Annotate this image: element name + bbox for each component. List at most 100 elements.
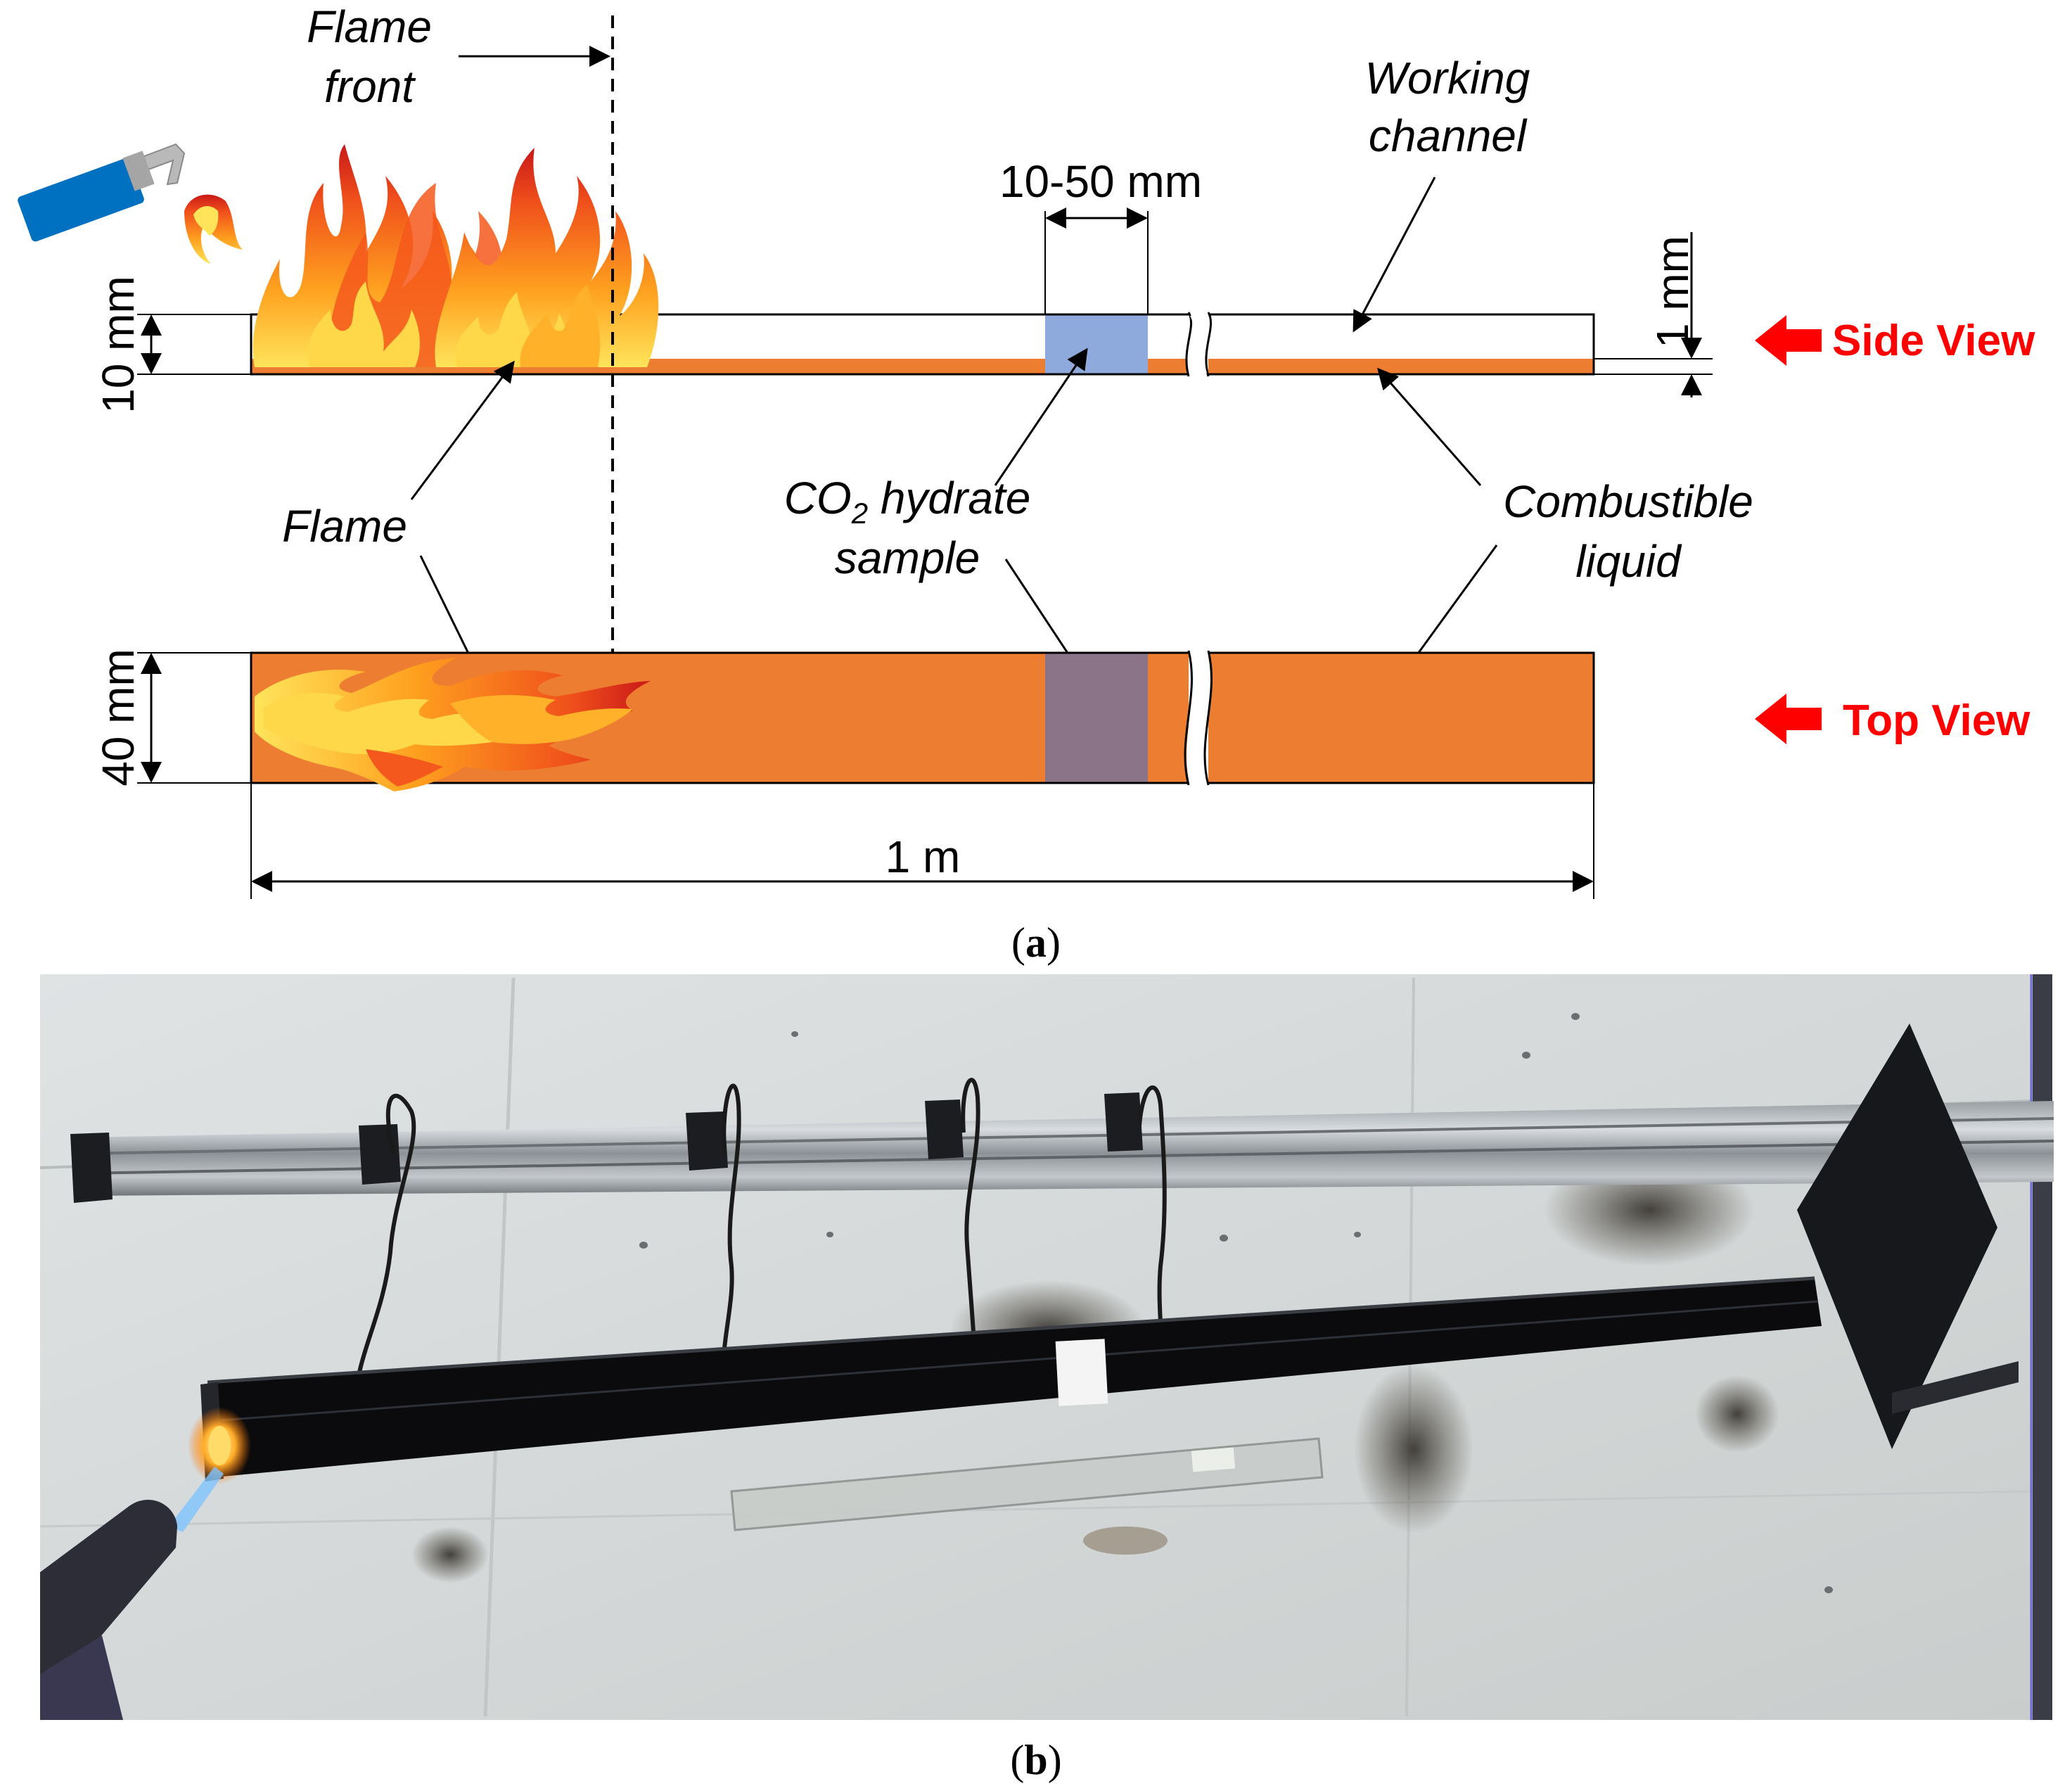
panel-a-caption-letter: a: [1025, 919, 1047, 966]
side-view-channel-outline-left: [250, 313, 1189, 376]
break-gap-mask-side: [1187, 316, 1210, 373]
rail-groove: [77, 1117, 2054, 1155]
flame-tongue: [307, 281, 420, 367]
floor-speck: [1571, 1013, 1580, 1020]
rail-clip: [359, 1124, 401, 1185]
floor-speck: [826, 1232, 833, 1237]
channel-length-label: 1 m: [885, 831, 961, 882]
ruler-label: [1191, 1447, 1236, 1472]
floor-speck: [1220, 1235, 1228, 1242]
side-view-arrow-icon: [1755, 315, 1822, 366]
flame-arrow-side: [410, 360, 515, 500]
photo-hydrate-sample: [1055, 1339, 1108, 1406]
burning-end-flame: [208, 1426, 231, 1465]
black-plate: [1797, 1024, 1997, 1449]
working-channel-label-line2: channel: [1369, 110, 1528, 161]
top-view-liquid-right: [1208, 653, 1594, 783]
side-view-break-right: [1205, 312, 1212, 377]
torch-icon: [18, 143, 243, 264]
combustible-arrow-side: [1377, 367, 1482, 486]
side-view-flames: [252, 144, 659, 367]
channel-top-edge: [207, 1276, 1815, 1384]
panel-a-caption-open: (: [1011, 919, 1025, 966]
combustible-liquid-label-line1: Combustible: [1503, 476, 1753, 527]
top-view-flames: [255, 658, 651, 791]
side-view-break-left: [1185, 312, 1192, 377]
torch-cap: [122, 151, 155, 191]
side-view-label: Side View: [1832, 317, 2035, 365]
flame-tongue: [450, 695, 633, 744]
flame-tongue: [520, 285, 601, 367]
hydrate-label-subscript: 2: [851, 497, 868, 530]
photo-right-edge: [2033, 974, 2052, 1720]
torch-blue-flame: [169, 1467, 224, 1532]
photo-torch-hand: [40, 1636, 123, 1720]
panel-a-caption: (a): [1011, 919, 1061, 966]
channel-height-label: 10 mm: [93, 276, 143, 414]
soot-mark: [1083, 1527, 1168, 1555]
ruler: [730, 1437, 1324, 1531]
photo-floor-seam: [483, 977, 516, 1717]
photo-floor-seam: [39, 1490, 2033, 1528]
panel-b-caption-close: ): [1048, 1737, 1062, 1783]
working-channel-arrow: [1352, 177, 1436, 333]
torch-cylinder: [18, 158, 144, 242]
torch-flame-core: [193, 206, 219, 236]
channel-highlight: [210, 1300, 1819, 1422]
hydrate-label-co: CO: [784, 473, 852, 523]
flame-tongue: [366, 749, 443, 786]
flame-front-label-line1: Flame: [307, 1, 432, 52]
top-view-label: Top View: [1843, 696, 2031, 745]
hydrate-sample-label-line2: sample: [835, 533, 980, 583]
floor-speck: [1824, 1586, 1833, 1593]
photo-torch-body: [40, 1499, 177, 1681]
wire: [720, 1083, 741, 1401]
top-view-break-left: [1184, 650, 1194, 786]
soot-mark: [411, 1527, 489, 1583]
channel-body: [207, 1278, 1822, 1477]
rail-clip: [1104, 1092, 1143, 1152]
top-view-break-right: [1203, 650, 1213, 786]
floor-speck: [1522, 1052, 1530, 1059]
panel-a-diagram: Flame front Working channel 10-50 mm 10 …: [18, 1, 2035, 966]
wire: [961, 1078, 980, 1397]
panel-b-caption-open: (: [1010, 1737, 1024, 1783]
break-gap-mask-top: [1186, 651, 1211, 785]
channel-width-label: 40 mm: [93, 649, 143, 786]
hydrate-arrow-side: [994, 348, 1088, 486]
floor-speck: [791, 1031, 798, 1037]
torch-nozzle: [132, 143, 186, 186]
side-view-hydrate-sample: [1045, 314, 1148, 374]
hydrate-label-rest: hydrate: [868, 473, 1030, 523]
liquid-depth-label: 1 mm: [1647, 236, 1698, 348]
rail-end-cap: [70, 1133, 113, 1203]
flame-tongue: [264, 693, 506, 754]
top-view-channel-outline-right: [1208, 651, 1595, 784]
top-view-channel-outline-left: [250, 651, 1189, 784]
soot-mark: [1354, 1365, 1473, 1534]
floor-speck: [1354, 1232, 1361, 1237]
combustible-liquid-label-line2: liquid: [1575, 536, 1682, 587]
rail-body: [77, 1101, 2054, 1196]
top-view-hydrate-sample: [1045, 653, 1148, 783]
floor-speck: [639, 1242, 648, 1249]
flame-label: Flame: [282, 501, 407, 552]
hydrate-sample-label-line1: CO2 hydrate: [784, 473, 1031, 530]
side-view-liquid-right: [1208, 359, 1594, 374]
wire: [353, 1093, 416, 1401]
soot-mark: [1695, 1375, 1779, 1453]
flame-front-label-line2: front: [324, 61, 416, 112]
rail-clip: [925, 1100, 964, 1159]
top-view-arrow-icon: [1755, 694, 1822, 744]
working-channel-label-line1: Working: [1365, 53, 1530, 103]
panel-b-photo: (b): [39, 974, 2054, 1783]
panel-b-caption-letter: b: [1024, 1737, 1047, 1783]
rail-clip: [686, 1111, 728, 1171]
panel-a-caption-close: ): [1047, 919, 1061, 966]
black-plate-support: [1892, 1361, 2019, 1414]
side-view-channel-outline-right: [1208, 313, 1595, 376]
sample-width-label: 10-50 mm: [999, 156, 1202, 207]
flame-tongue: [435, 148, 659, 367]
panel-b-caption: (b): [1010, 1737, 1061, 1783]
